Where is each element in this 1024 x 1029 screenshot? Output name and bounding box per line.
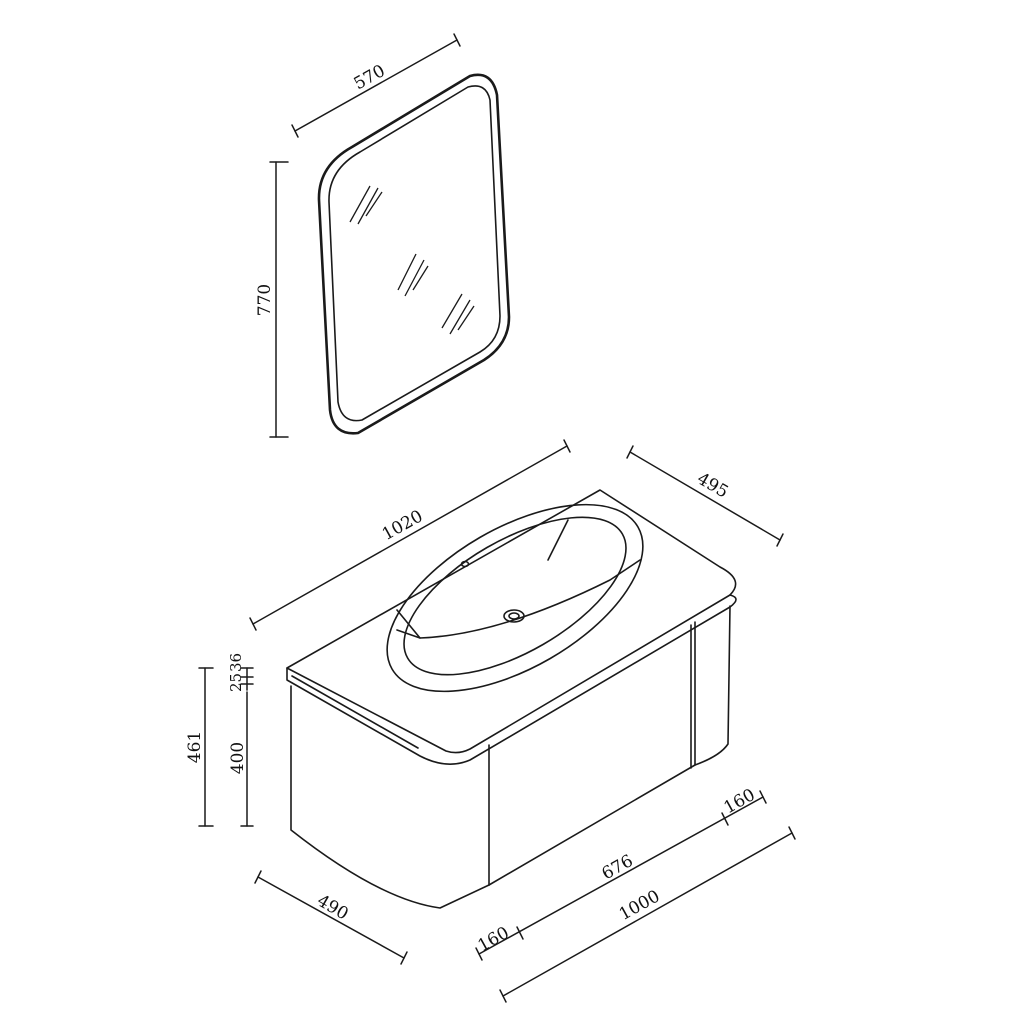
basin — [386, 503, 644, 693]
label-side-left: 160 — [475, 923, 513, 956]
basin-bowl-wall-back — [547, 519, 569, 561]
countertop-edge-line — [291, 675, 419, 749]
cabinet-right-section — [694, 605, 731, 766]
cabinet-front-bottom — [488, 764, 696, 886]
basin-inner-rim — [403, 516, 627, 676]
dimension-cabinet-depth: 490 — [254, 870, 408, 965]
label-cabinet-depth: 490 — [313, 891, 351, 925]
dimension-total-height: 461 — [185, 667, 214, 827]
tap-hole — [460, 560, 470, 568]
label-center: 676 — [599, 851, 637, 884]
basin-bowl-wall — [396, 559, 641, 639]
cabinet-left-side — [290, 685, 490, 909]
basin-outer-rim — [386, 503, 644, 693]
label-cabinet-height: 400 — [228, 742, 248, 774]
mirror-frame-inner — [328, 85, 501, 422]
dimension-cabinet-height: 400 — [228, 691, 254, 827]
dimension-mirror-width: 570 — [291, 33, 461, 138]
mirror-reflection-marks — [349, 185, 475, 335]
basin-bowl-wall-left — [396, 609, 421, 639]
label-mirror-height: 770 — [255, 284, 275, 316]
mirror-frame-outer — [317, 73, 511, 435]
label-gap: 36 — [227, 653, 245, 672]
dimension-counter-depth: 495 — [626, 445, 784, 547]
label-top-thickness: 25 — [227, 673, 245, 692]
label-side-right: 160 — [721, 785, 759, 818]
label-counter-depth: 495 — [693, 469, 731, 503]
dimension-mirror-height: 770 — [255, 161, 289, 438]
countertop-edge — [286, 594, 737, 765]
drain — [503, 609, 525, 623]
label-total-height: 461 — [185, 731, 205, 763]
mirror — [317, 73, 511, 435]
dimension-top-and-gap: 25 36 — [227, 653, 254, 692]
vanity — [286, 489, 737, 909]
drain-inner — [508, 612, 520, 620]
